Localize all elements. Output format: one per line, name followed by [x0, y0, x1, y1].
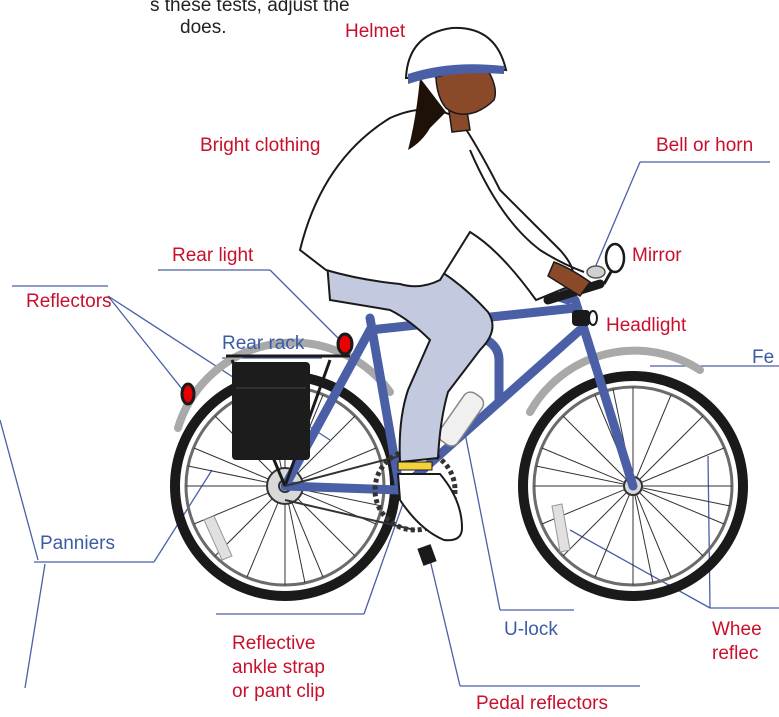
label-bell-or-horn: Bell or horn — [656, 134, 753, 158]
label-panniers: Panniers — [40, 532, 115, 556]
label-fender: Fe — [752, 346, 774, 370]
pannier-bag — [232, 362, 310, 460]
label-mirror: Mirror — [632, 244, 682, 268]
label-reflective-ankle-strap: Reflective ankle strap or pant clip — [232, 632, 325, 704]
headlight — [572, 310, 597, 326]
label-rear-rack: Rear rack — [222, 332, 304, 356]
rear-light — [338, 334, 352, 354]
label-rear-light: Rear light — [172, 244, 253, 268]
label-wheel-reflectors: Whee reflec — [712, 618, 762, 666]
intro-text-line2: does. — [180, 16, 226, 40]
rear-reflector — [182, 384, 194, 404]
mirror — [604, 244, 624, 284]
label-bright-clothing: Bright clothing — [200, 134, 320, 158]
label-headlight: Headlight — [606, 314, 686, 338]
label-u-lock: U-lock — [504, 618, 558, 642]
label-pedal-reflectors: Pedal reflectors — [476, 692, 608, 716]
label-helmet: Helmet — [345, 20, 405, 44]
bell — [587, 266, 605, 278]
label-reflectors: Reflectors — [26, 290, 112, 314]
